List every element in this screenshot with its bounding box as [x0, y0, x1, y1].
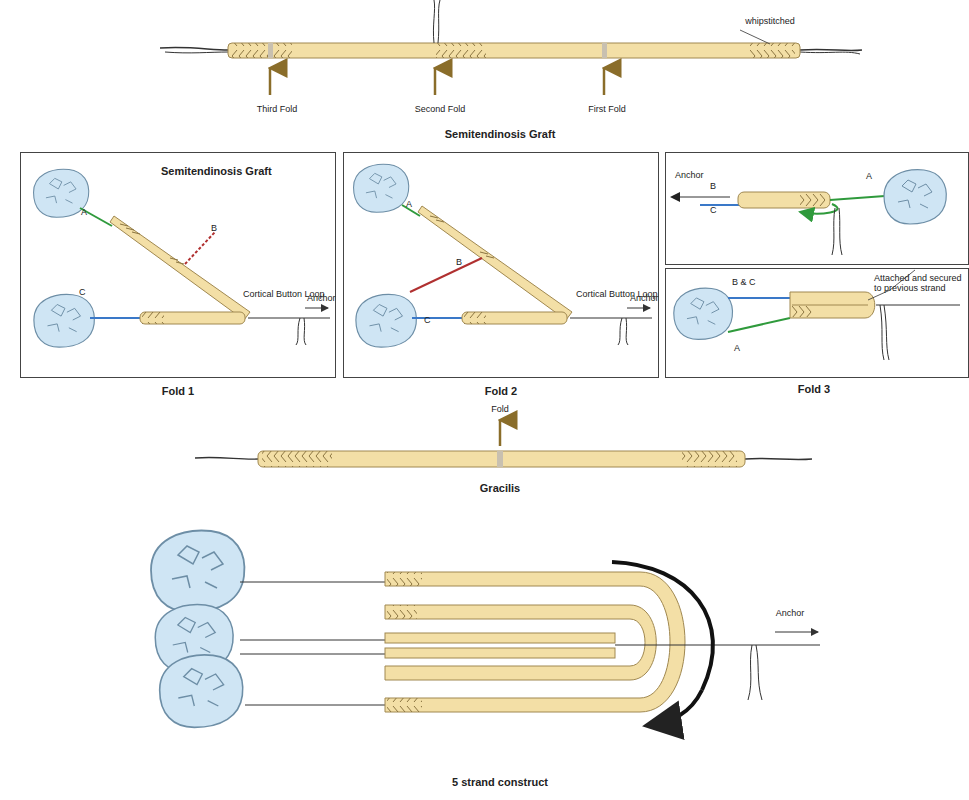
text-label: First Fold [588, 104, 626, 114]
panel-label: Anchor [630, 293, 659, 303]
text-label: 5 strand construct [452, 776, 548, 789]
panel-box: ABCCortical Button LoopAnchorFold 2 [343, 152, 659, 378]
panel-label: A [866, 171, 872, 181]
panel-label: Anchor [307, 293, 336, 303]
panel-label: C [710, 205, 717, 215]
panel-label: A [406, 199, 412, 209]
panel-label: Semitendinosis Graft [161, 165, 272, 178]
text-label: Gracilis [480, 482, 520, 495]
text-label: Second Fold [415, 104, 466, 114]
panel-label: A [81, 207, 87, 217]
panel-label: A [734, 343, 740, 353]
panel-label: Fold 2 [485, 385, 517, 398]
panel-label: B [456, 257, 462, 267]
panel-label: C [424, 315, 431, 325]
text-label: Third Fold [257, 104, 298, 114]
panel-label: B [710, 181, 716, 191]
panel-box: Semitendinosis GraftABCCortical Button L… [20, 152, 336, 378]
text-label: Anchor [776, 608, 805, 618]
panel-label: C [79, 287, 86, 297]
panel-label: Attached and secured to previous strand [874, 273, 964, 294]
panel-label: B & C [732, 277, 756, 287]
panel-label: Fold 3 [798, 383, 830, 396]
panel-label: B [211, 223, 217, 233]
text-label: whipstitched [745, 16, 795, 26]
panel-box: AnchorB C A [665, 152, 969, 265]
panel-label: Anchor [675, 170, 704, 180]
panel-box: B & C A Attached and secured to previous s… [665, 268, 969, 378]
text-label: Fold [491, 404, 509, 414]
panel-label: Fold 1 [162, 385, 194, 398]
text-label: Semitendinosis Graft [445, 128, 556, 141]
